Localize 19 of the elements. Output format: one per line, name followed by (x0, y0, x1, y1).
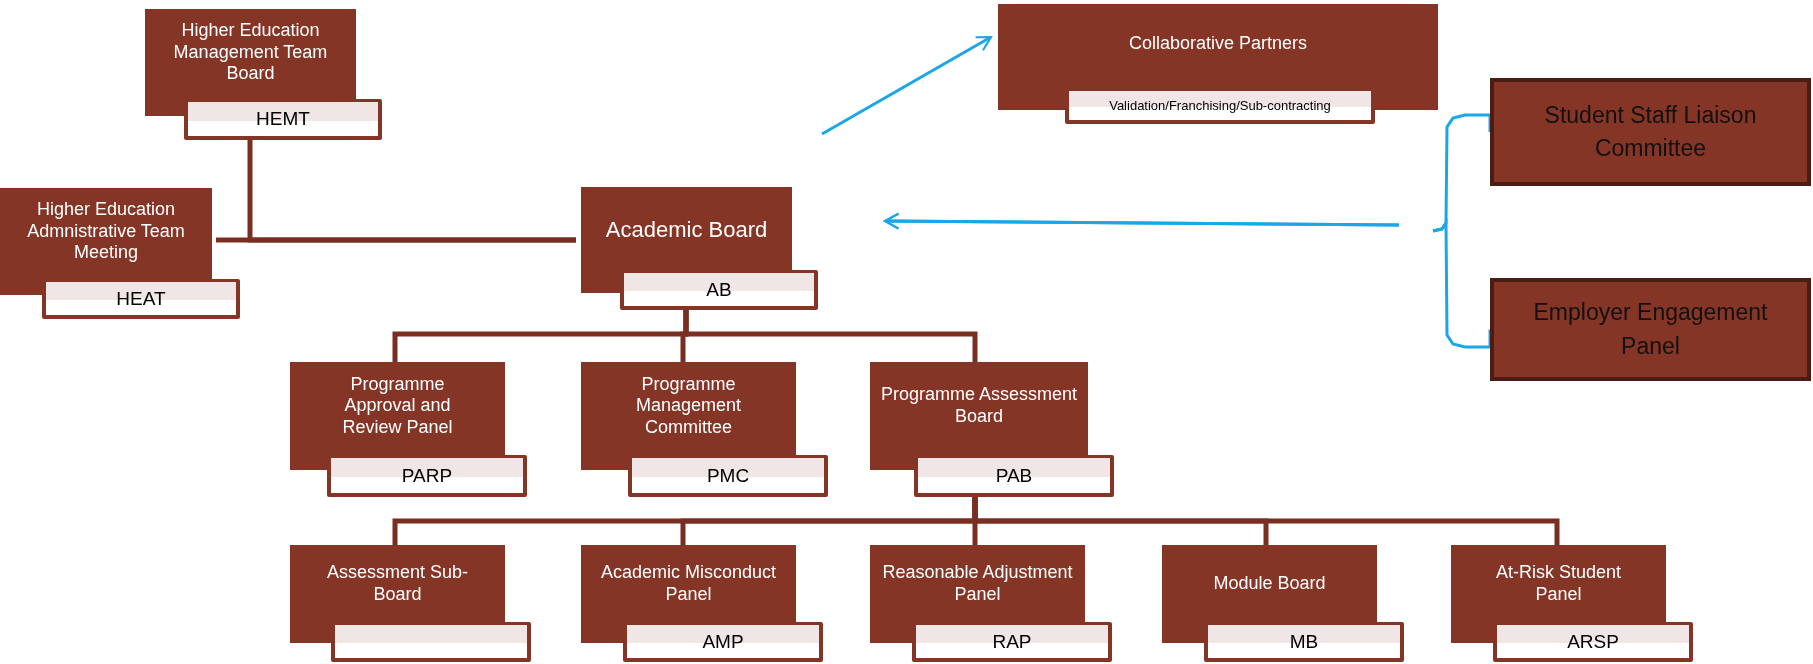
acronym-tag: AB (620, 270, 818, 310)
arrow (883, 212, 1492, 349)
empty-tag (331, 622, 531, 662)
acronym-tag: AMP (623, 622, 823, 662)
committee-box: Student Staff Liaison Committee (1490, 78, 1811, 186)
acronym-tag: PMC (628, 455, 828, 497)
acronym-tag: HEMT (184, 99, 382, 140)
connector-line (683, 310, 978, 362)
connector-line (216, 237, 576, 243)
acronym-tag: MB (1204, 622, 1404, 662)
connector-line (972, 497, 1560, 545)
acronym-tag: ARSP (1493, 622, 1693, 662)
arrow (821, 35, 993, 136)
acronym-tag: RAP (912, 622, 1112, 662)
acronym-tag: PARP (327, 455, 527, 497)
acronym-tag: PAB (914, 455, 1114, 497)
committee-box: Employer Engagement Panel (1490, 278, 1811, 381)
acronym-tag: HEAT (42, 279, 240, 319)
subtitle-tag: Validation/Franchising/Sub-contracting (1065, 88, 1375, 124)
